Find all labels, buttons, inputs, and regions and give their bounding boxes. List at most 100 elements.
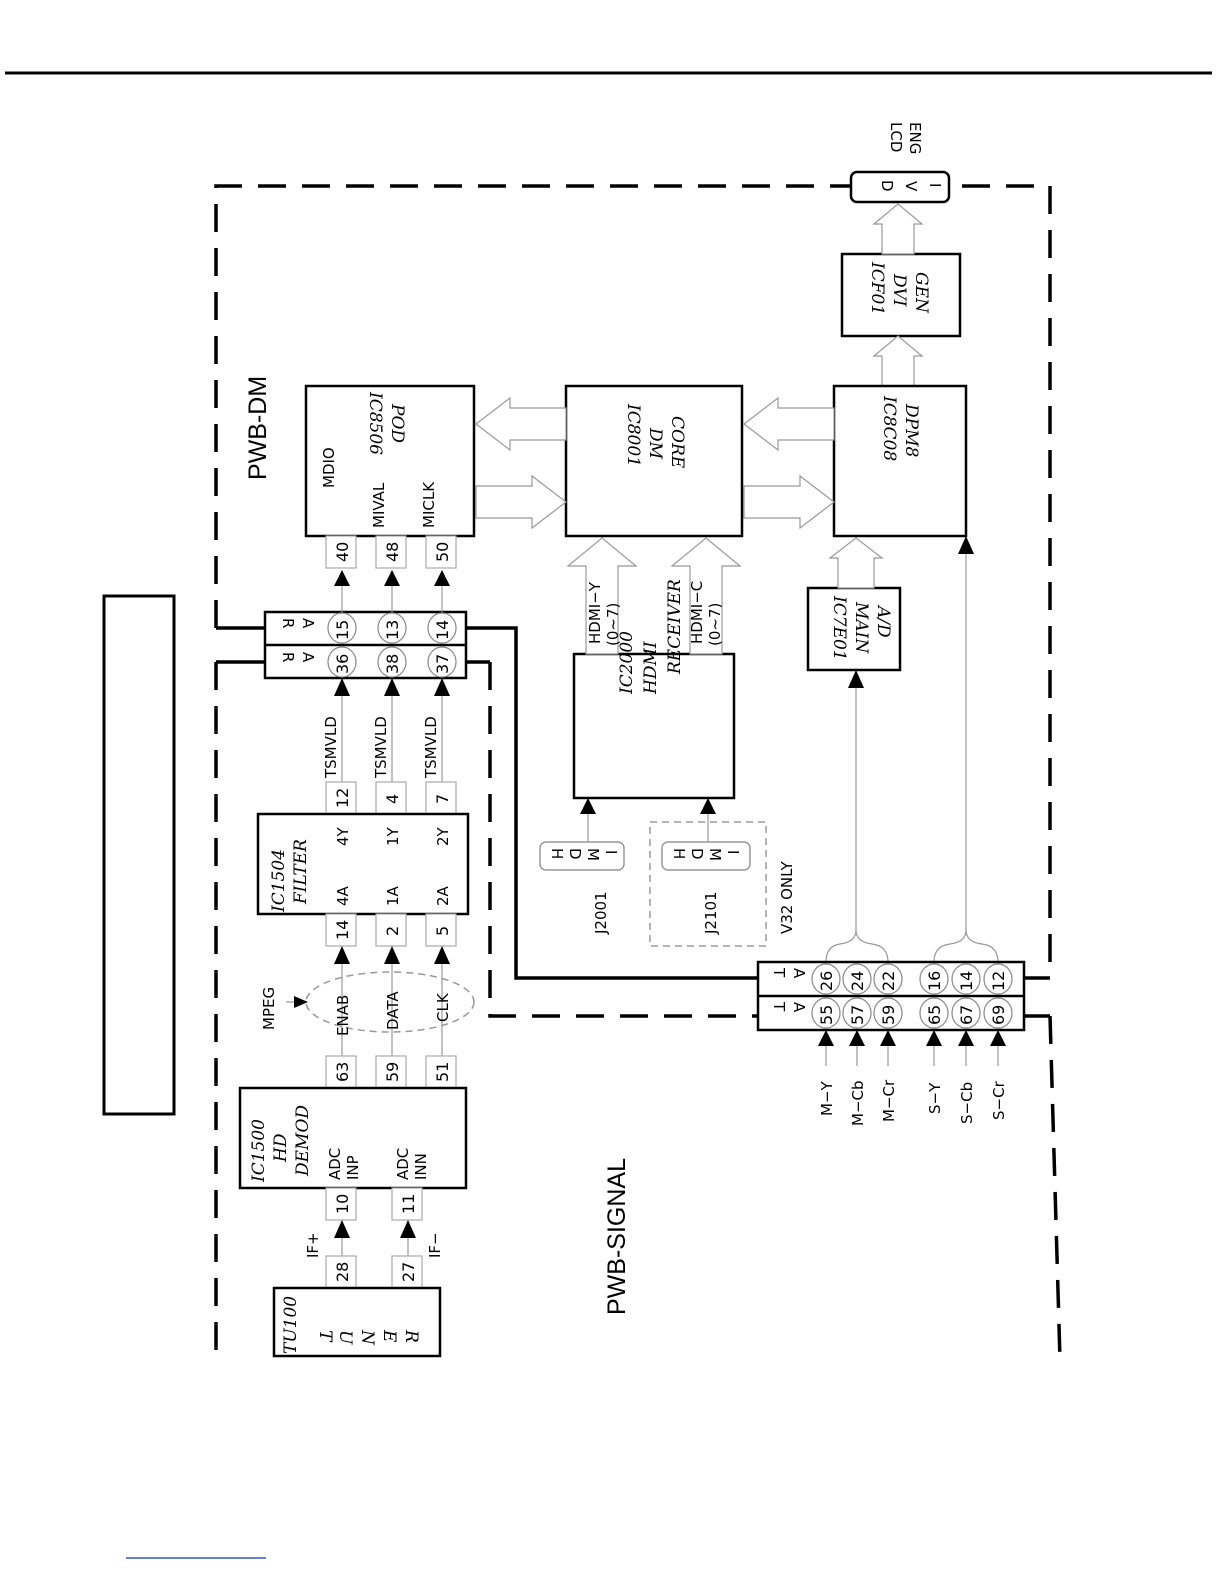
demod-adc-inn-2: INN	[412, 1153, 430, 1180]
ta-dm-pin-14: 14	[957, 971, 976, 991]
brace-sub-video	[933, 929, 999, 963]
hdmi-c-range: (0~7)	[706, 603, 724, 646]
pwb-dm-boundary	[214, 184, 1052, 980]
hdmi-y-range: (0~7)	[604, 603, 622, 646]
pod-sub: POD	[387, 403, 407, 443]
j2101-letter-m: M	[706, 848, 724, 861]
wires-tuner-to-demod: IF+ IF−	[304, 1220, 444, 1258]
tuner-letter-u: U	[335, 1330, 355, 1345]
demod-adc-inp-2: INP	[344, 1155, 362, 1180]
dmcore-sub1: DM	[645, 427, 665, 460]
mpeg-bus: ENAB DATA CLK MPEG	[260, 946, 475, 1056]
board-label-signal: PWB-SIGNAL	[603, 1158, 631, 1315]
filter-name: IC1504	[269, 849, 289, 913]
j2101-letter-h: H	[670, 848, 688, 859]
ta-sig-pin-55: 55	[817, 1005, 836, 1025]
ta-letter-t-sig: T	[770, 1001, 788, 1012]
filter-out-pin-12: 12	[333, 788, 352, 808]
arrow-sub-video-to-dpm	[958, 536, 974, 554]
filter-in-pin-14: 14	[333, 920, 352, 940]
ra-sig-pin-37: 37	[433, 654, 452, 674]
filter-sub: FILTER	[291, 839, 311, 905]
filter-label-2a: 2A	[434, 885, 452, 906]
if-plus-label: IF+	[304, 1232, 322, 1258]
demod-out-pin-63: 63	[333, 1062, 352, 1082]
arrow-j2001-to-hdmirx	[580, 798, 596, 814]
pod-name: IC8506	[365, 391, 385, 455]
filter-label-4y: 4Y	[334, 826, 352, 846]
hdmi-y-label: HDMI−Y	[586, 581, 604, 644]
lcd-eng-label-2: ENG	[906, 122, 924, 154]
bus-dpm-to-dvigen	[872, 335, 924, 387]
ra-dm-pin-15: 15	[333, 620, 352, 640]
icf01-dvi-gen: ICF01 DVI GEN	[840, 252, 962, 338]
tsmvld-label-3: TSMVLD	[422, 716, 440, 779]
video-label-s-y: S−Y	[926, 1082, 944, 1114]
bus-hdmi-y	[566, 537, 638, 655]
tuner-pin-27: 27	[399, 1262, 418, 1282]
tuner-name: TU100	[281, 1296, 301, 1354]
demod-out-pin-51: 51	[433, 1062, 452, 1082]
ic7e01-main-ad: IC7E01 MAIN A/D	[806, 586, 902, 672]
mpeg-signal-enab: ENAB	[334, 995, 352, 1036]
dvi-letter-i: I	[926, 183, 944, 187]
ra-letter-a-dm: A	[299, 618, 317, 629]
ta-dm-pin-22: 22	[879, 971, 898, 991]
dvi-letter-v: V	[902, 181, 920, 192]
hdmi-input-j2001: H D M I J2001	[539, 841, 625, 935]
demod-adc-inp-1: ADC	[326, 1148, 344, 1180]
mpeg-label: MPEG	[260, 987, 278, 1030]
icf01-sub1: DVI	[889, 273, 909, 307]
bus-dpm-to-dmcore	[743, 396, 835, 452]
ic8506-pod: IC8506 POD MDIO MIVAL MICLK	[304, 384, 476, 538]
bus-pod-to-dmcore	[475, 474, 567, 530]
dvi-output-connector: D V I LCD ENG	[849, 122, 951, 204]
ta-letter-a-dm: A	[790, 968, 808, 979]
filter-label-4a: 4A	[334, 885, 352, 906]
j2001-name: J2001	[592, 891, 610, 935]
ra-pin-circles	[327, 612, 457, 678]
if-minus-label: IF−	[426, 1232, 444, 1258]
board-label-dm: PWB-DM	[244, 376, 272, 480]
filter-label-1a: 1A	[384, 885, 402, 906]
mainad-sub2: A/D	[873, 604, 893, 638]
ra-sig-pin-36: 36	[333, 654, 352, 674]
video-label-m-cb: M−Cb	[849, 1080, 867, 1126]
ta-dm-pin-26: 26	[817, 971, 836, 991]
dpm-sub: DPM8	[901, 403, 921, 457]
ta-dm-pin-16: 16	[925, 971, 944, 991]
ra-letter-r-dm: R	[279, 618, 297, 628]
demod-adc-inn-1: ADC	[394, 1148, 412, 1180]
connector-ta: T A T A 26 24 22 16 14 12 55 57 59 65 67…	[756, 960, 1026, 1032]
demod-in-pin-11: 11	[399, 1194, 418, 1214]
ta-sig-pin-65: 65	[925, 1005, 944, 1025]
tuner-pin-28: 28	[333, 1262, 352, 1282]
v32-only-note: V32 ONLY	[778, 860, 796, 934]
hdmirx-sub2: RECEIVER	[665, 579, 685, 675]
ra-letter-r-sig: R	[279, 652, 297, 662]
tsmvld-label-2: TSMVLD	[372, 716, 390, 779]
filter-label-2y: 2Y	[434, 826, 452, 846]
filter-in-pin-5: 5	[433, 926, 452, 936]
j2001-letter-i: I	[602, 850, 620, 854]
title-box	[102, 594, 176, 1116]
tuner-letter-n: N	[357, 1329, 377, 1346]
video-label-s-cb: S−Cb	[958, 1082, 976, 1124]
video-inputs: M−Y M−Cb M−Cr S−Y S−Cb S−Cr	[818, 1030, 1008, 1126]
video-input-m-cr: M−Cr	[880, 1030, 898, 1122]
ra-sig-pin-38: 38	[383, 654, 402, 674]
j2001-letter-d: D	[566, 848, 584, 860]
ra-letter-a-sig: A	[299, 652, 317, 663]
wires-filter-to-ra: TSMVLD TSMVLD TSMVLD	[322, 678, 450, 782]
tu100-tuner: 28 27 TU100 T U N E R	[272, 1255, 442, 1358]
bus-hdmi-c	[670, 537, 742, 655]
j2001-letter-m: M	[584, 848, 602, 861]
ta-pin-circles	[811, 963, 1013, 1029]
ta-dm-pin-12: 12	[989, 971, 1008, 991]
tuner-letter-r: R	[401, 1329, 421, 1343]
demod-in-pin-10: 10	[333, 1194, 352, 1214]
demod-out-pin-59: 59	[383, 1062, 402, 1082]
j2101-name: J2101	[702, 891, 720, 935]
dmcore-name: IC8001	[623, 403, 643, 467]
ta-sig-pin-57: 57	[848, 1005, 867, 1025]
